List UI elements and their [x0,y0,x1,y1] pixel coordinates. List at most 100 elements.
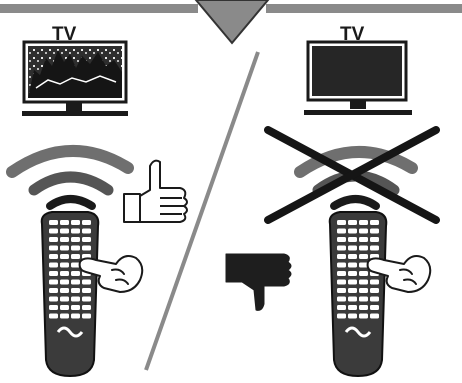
remote-button [60,229,69,234]
remote-button [82,297,91,302]
remote-button [71,297,80,302]
remote-button [348,280,357,285]
remote-button [348,314,357,319]
remote-button [348,297,357,302]
remote-button [60,280,69,285]
remote-button [337,314,346,319]
remote-button [49,280,58,285]
remote-button [337,220,346,225]
remote-button [82,220,91,225]
top-bar-left [0,4,198,13]
remote-button [71,305,80,310]
remote-button [82,246,91,251]
center-triangle [196,0,268,43]
remote-button [348,237,357,242]
remote-button [337,288,346,293]
remote-button [60,271,69,276]
remote-button [49,314,58,319]
signal-blocked-cross-icon [268,130,436,220]
remote-button [71,314,80,319]
remote-button [60,297,69,302]
remote-button [49,237,58,242]
remote-button [60,254,69,259]
remote-button [71,246,80,251]
remote-button [348,263,357,268]
remote-button [49,254,58,259]
remote-button [348,254,357,259]
remote-button [82,314,91,319]
remote-button [82,229,91,234]
remote-button [82,305,91,310]
remote-button [359,246,368,251]
remote-button [348,305,357,310]
remote-button [370,246,379,251]
remote-button [71,220,80,225]
remote-button [359,220,368,225]
remote-button [348,288,357,293]
remote-button [337,237,346,242]
remote-button [71,229,80,234]
remote-button [60,288,69,293]
thumbs-down-icon [226,254,291,310]
remote-button [348,271,357,276]
remote-button [60,246,69,251]
remote-button [337,305,346,310]
remote-button [60,220,69,225]
right-tv-screen-blank [312,46,402,96]
remote-button [370,305,379,310]
remote-button [337,263,346,268]
remote-button [370,280,379,285]
remote-button [370,297,379,302]
remote-button [60,305,69,310]
remote-button [82,280,91,285]
remote-button [370,237,379,242]
remote-button [359,271,368,276]
remote-button [60,314,69,319]
remote-button [71,271,80,276]
remote-button [337,254,346,259]
remote-button [82,237,91,242]
remote-button [49,271,58,276]
remote-button [337,280,346,285]
remote-button [348,220,357,225]
remote-button [337,297,346,302]
remote-button [337,246,346,251]
remote-button [359,229,368,234]
left-signal-waves-icon [12,151,128,206]
right-remote-control [330,212,387,376]
remote-button [370,220,379,225]
remote-button [337,271,346,276]
remote-button [370,314,379,319]
remote-button [359,297,368,302]
remote-button [359,254,368,259]
remote-button [359,314,368,319]
remote-button [60,237,69,242]
remote-button [49,263,58,268]
remote-button [82,288,91,293]
remote-button [60,263,69,268]
remote-button [337,229,346,234]
right-tv-off [304,42,412,115]
remote-button [49,220,58,225]
left-remote-control [42,212,99,376]
remote-button [71,254,80,259]
remote-button [49,305,58,310]
remote-button [370,288,379,293]
remote-button [348,246,357,251]
top-bar-right [266,4,462,13]
remote-button [49,288,58,293]
remote-button [49,229,58,234]
remote-button [348,229,357,234]
remote-button [359,288,368,293]
remote-button [370,229,379,234]
remote-button [71,237,80,242]
left-tv-on [22,42,128,116]
remote-button [49,246,58,251]
remote-button [359,280,368,285]
remote-button [359,237,368,242]
remote-button [359,305,368,310]
remote-button [71,280,80,285]
remote-button [49,297,58,302]
